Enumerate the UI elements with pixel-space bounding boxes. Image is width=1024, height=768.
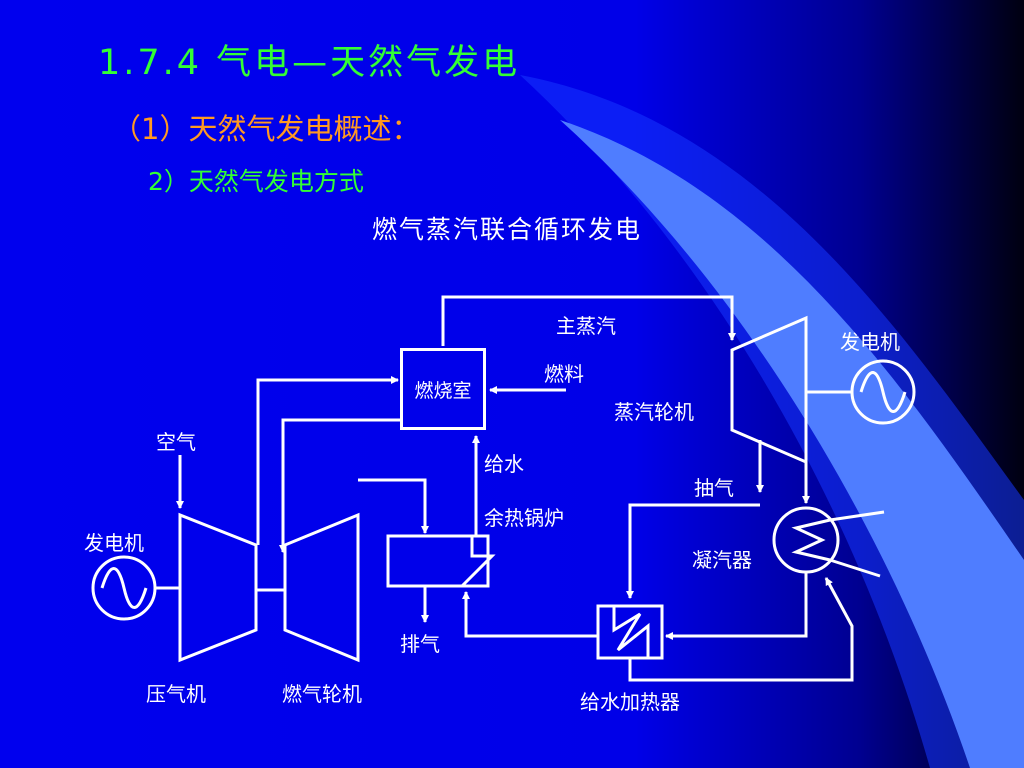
- left-generator-sine: [100, 567, 148, 609]
- label-condenser: 凝汽器: [692, 548, 752, 572]
- subtitle-method: 2）天然气发电方式: [148, 167, 364, 196]
- right-generator-sine: [859, 371, 907, 413]
- label-feedwater-heater: 给水加热器: [580, 690, 680, 714]
- cooling-water-out: [829, 558, 881, 578]
- label-fuel: 燃料: [544, 362, 584, 386]
- label-compressor: 压气机: [146, 682, 206, 706]
- label-steam-turbine: 蒸汽轮机: [614, 400, 694, 424]
- label-generator-right: 发电机: [840, 330, 900, 354]
- condenser-shape: [772, 506, 840, 574]
- label-feed-water: 给水: [484, 452, 524, 476]
- hrsg-coil: [460, 536, 496, 588]
- label-generator-left: 发电机: [84, 531, 144, 555]
- feedwater-heater-coil: [612, 606, 650, 658]
- swoosh-band-light: [560, 120, 1024, 768]
- label-exhaust: 排气: [400, 632, 440, 656]
- label-air: 空气: [156, 430, 196, 454]
- swoosh-band-dark: [520, 75, 1024, 768]
- diagram-title: 燃气蒸汽联合循环发电: [372, 215, 643, 244]
- gas-turbine-shape: [283, 512, 360, 663]
- condenser-coil: [791, 518, 831, 562]
- left-generator-shape: [91, 555, 157, 621]
- label-extraction: 抽气: [694, 476, 734, 500]
- right-generator-shape: [850, 359, 916, 425]
- label-gas-turbine: 燃气轮机: [282, 682, 362, 706]
- slide-title: 1.7.4 气电—天然气发电: [98, 43, 521, 83]
- hot-gas-line: [279, 418, 400, 553]
- cooling-water-in: [829, 510, 885, 522]
- label-hrsg: 余热锅炉: [484, 506, 564, 530]
- label-main-steam: 主蒸汽: [556, 314, 616, 338]
- exhaust-to-hrsg-line: [358, 478, 429, 534]
- heater-to-hrsg-line: [462, 591, 598, 638]
- combustion-chamber: 燃烧室: [400, 348, 486, 430]
- drain-return-line: [628, 577, 854, 682]
- extraction-to-heater: [626, 503, 760, 599]
- subtitle-overview: （1）天然气发电概述：: [112, 112, 421, 146]
- main-steam-line: [441, 295, 736, 346]
- compressor-shape: [178, 512, 258, 663]
- compressed-air-line: [256, 376, 399, 545]
- steam-turbine-shape: [730, 315, 808, 465]
- condensate-line: [665, 572, 808, 640]
